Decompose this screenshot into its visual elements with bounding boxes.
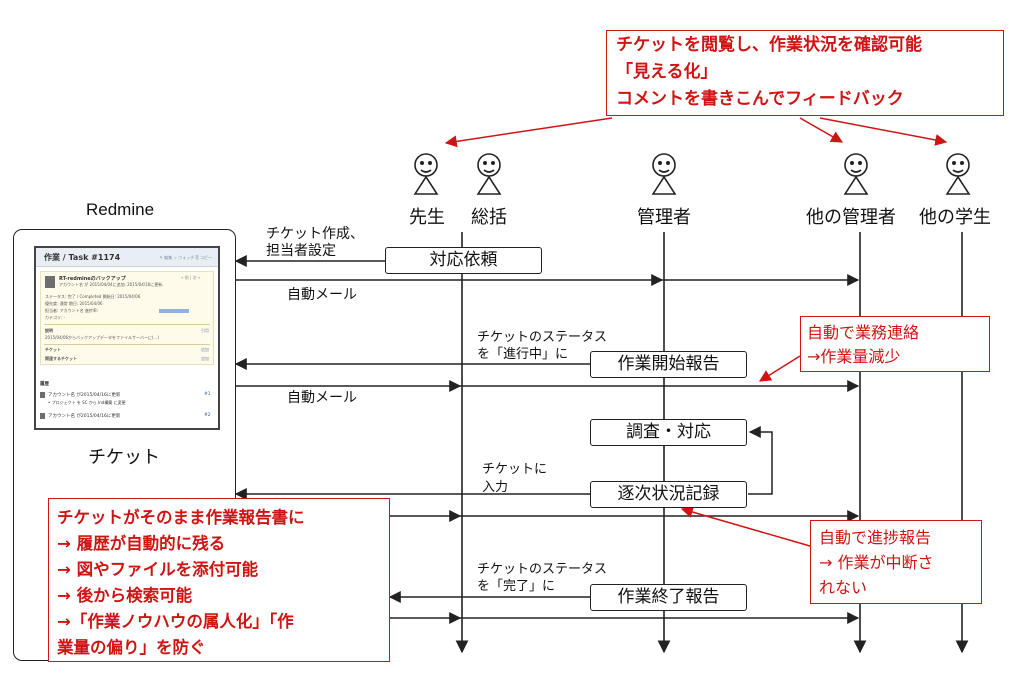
m5-label-2: を「完了」に (477, 579, 556, 594)
callout-bottom-line-4: → 後から検索可能 (57, 586, 193, 605)
red-arrow-auto-work (758, 355, 801, 382)
ticket-related-label: 関連するチケット (45, 356, 77, 361)
ticket-title: 作業 / Task #1174 (44, 253, 121, 262)
actor-icons (413, 153, 971, 195)
callout-auto-progress-line-2: → 作業が中断さ (819, 553, 934, 572)
callout-auto-work: 自動で業務連絡 →作業量減少 (800, 316, 990, 372)
callout-bottom-line-3: → 図やファイルを添付可能 (57, 560, 259, 579)
m2-label-1: チケットのステータス (477, 330, 608, 345)
actor-label-sensei: 先生 (409, 207, 445, 228)
ticket-subtasks-add: 追加 (201, 347, 209, 352)
actor-label-other-student: 他の学生 (919, 207, 991, 228)
ticket-subject-link: « 前 | 次 » (181, 275, 201, 280)
callout-auto-progress-line-3: れない (819, 578, 868, 597)
arrow-loop (748, 426, 773, 495)
auto-mail-2: 自動メール (287, 390, 357, 406)
ticket-meta: アカウント名 が 2015/04/04に追加. 2015/04/16に更新. (59, 282, 164, 287)
m1-box: 対応依頼 (385, 247, 542, 274)
red-arrow-top-right (819, 117, 948, 146)
m1-label-1: チケット作成、 (266, 226, 364, 242)
actor-label-other-admin: 他の管理者 (806, 207, 896, 228)
m1-label-2: 担当者設定 (266, 243, 336, 259)
callout-auto-work-line-2: →作業量減少 (807, 347, 901, 366)
m2-box: 作業開始報告 (590, 351, 747, 378)
m4-label-2: 入力 (482, 480, 509, 495)
ticket-category-row: カテゴリ: - (45, 315, 66, 320)
ticket-history-avatar-1 (40, 392, 45, 398)
ticket-history-1-note: • プロジェクト を SC から Ind構築 に変更 (48, 400, 126, 405)
callout-bottom-line-6: 業量の偏り」を防ぐ (57, 638, 206, 657)
m5-label-1: チケットのステータス (477, 562, 608, 577)
redmine-title: Redmine (86, 200, 155, 219)
ticket-related-add: 追加 (201, 356, 209, 361)
callout-auto-work-line-1: 自動で業務連絡 (807, 323, 920, 342)
redmine-caption: チケット (88, 447, 160, 468)
stick-figure-icon (843, 153, 869, 195)
auto-mail-1: 自動メール (287, 287, 357, 303)
ticket-history-avatar-2 (40, 413, 45, 419)
red-arrow-top-mid (799, 117, 844, 143)
callout-bottom-line-5: →「作業ノウハウの属人化」「作 (57, 612, 294, 631)
m4-label-1: チケットに (482, 462, 548, 477)
ticket-header: 作業 / Task #1174 ✎ 編集 ☆ ウォッチ ⎘ コピー (36, 248, 218, 267)
ticket-divider (44, 324, 210, 325)
callout-bottom: チケットがそのまま作業報告書に → 履歴が自動的に残る → 図やファイルを添付可… (48, 498, 390, 662)
stick-figure-icon (476, 153, 502, 195)
callout-top-line-3: コメントを書きこんでフィードバック (616, 89, 904, 109)
ticket-history-2: アカウント名 が2015/04/16に更新 (48, 414, 121, 419)
ticket-status-row: ステータス: 完了 / Completed 開始日: 2015/04/06 (45, 294, 141, 299)
ticket-history-1: アカウント名 が2015/04/16に更新 (48, 393, 121, 398)
callout-auto-progress: 自動で進捗報告 → 作業が中断さ れない (810, 520, 982, 604)
stick-figure-icon (945, 153, 971, 195)
callout-top-line-1: チケットを閲覧し、作業状況を確認可能 (616, 35, 922, 55)
ticket-desc-quote: 引用 (201, 328, 209, 333)
ticket-priority-row: 優先度: 通常 期日: 2015/04/06 (45, 301, 103, 306)
callout-bottom-line-2: → 履歴が自動的に残る (57, 534, 226, 553)
actor-label-soukatsu: 総括 (471, 207, 507, 228)
ticket-avatar (45, 276, 55, 288)
ticket-details: RT-redmineのバックアップ « 前 | 次 » アカウント名 が 201… (40, 271, 214, 365)
ticket-desc-label: 説明 (45, 328, 53, 333)
ticket-history-2-num: #2 (204, 413, 211, 418)
callout-top: チケットを閲覧し、作業状況を確認可能 「見える化」 コメントを書きこんでフィード… (606, 30, 1004, 116)
stick-figure-icon (413, 153, 439, 195)
actor-label-kanrisha: 管理者 (637, 207, 691, 228)
m3-box: 調査・対応 (590, 419, 747, 446)
ticket-progress-bar (159, 309, 189, 313)
m5-box: 作業終了報告 (590, 584, 747, 611)
stick-figure-icon (651, 153, 677, 195)
callout-auto-progress-line-1: 自動で進捗報告 (819, 528, 932, 547)
m2-label-2: を「進行中」に (477, 347, 569, 362)
ticket-subject: RT-redmineのバックアップ (59, 276, 126, 282)
callout-top-line-2: 「見える化」 (616, 62, 718, 82)
ticket-divider-2 (44, 344, 210, 345)
ticket-assignee-row: 担当者: アカウント名 進捗率: (45, 308, 99, 313)
redmine-ticket-screenshot: 作業 / Task #1174 ✎ 編集 ☆ ウォッチ ⎘ コピー RT-red… (34, 246, 220, 430)
red-arrow-auto-progress (680, 506, 811, 547)
m4-box: 逐次状況記録 (590, 481, 747, 508)
message-arrows (234, 255, 860, 624)
ticket-desc-text: 2015/04/06からバックアップデータをファイルサーバーに(...) (45, 335, 159, 340)
callout-bottom-line-1: チケットがそのまま作業報告書に (57, 508, 305, 527)
ticket-history-1-num: #1 (204, 392, 211, 397)
ticket-history-label: 履歴 (40, 382, 49, 387)
ticket-header-links: ✎ 編集 ☆ ウォッチ ⎘ コピー (159, 255, 213, 260)
red-arrow-top-left (444, 117, 613, 148)
ticket-subtasks-label: チケット (45, 347, 61, 352)
